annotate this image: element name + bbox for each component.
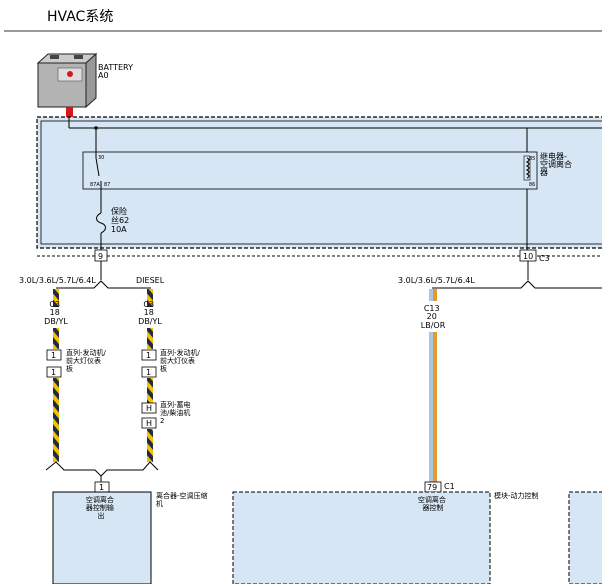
branch-label-right: 3.0L/3.6L/5.7L/6.4L xyxy=(398,276,475,285)
wire-right-lb-or-lower-stripe xyxy=(433,332,437,482)
wire-left-db-yl-upper xyxy=(53,289,59,307)
inline-connector-h-label: 直列-蓄电 池/柴油机 2 xyxy=(160,400,193,425)
module-left-box xyxy=(52,491,152,584)
inline-connector-h-pin: H xyxy=(146,404,152,413)
inline-connector-h-top xyxy=(141,402,157,414)
merge-wire xyxy=(45,461,159,477)
branch-label-diesel: DIESEL xyxy=(136,276,165,285)
module-right-box xyxy=(568,491,602,584)
inline-connector-diesel-bottom xyxy=(141,366,157,378)
connector-c3-code: C3 xyxy=(539,254,550,263)
module-left-side-label: 离合器-空调压缩 机 xyxy=(156,491,210,508)
relay-contact-arm xyxy=(95,157,100,177)
module-mid-box xyxy=(232,491,491,584)
inline-connector-diesel-label: 直列-发动机/ 前大灯仪表 板 xyxy=(160,348,202,373)
inline-connector-left-pin: 1 xyxy=(51,351,56,360)
connector-pin-10-label: 10 xyxy=(523,252,533,261)
inline-connector-left-label: 直列-发动机/ 前大灯仪表 板 xyxy=(66,348,108,373)
module-left-label: 空调离合 器控制输 出 xyxy=(86,495,116,520)
wire-diesel-db-yl-upper xyxy=(147,289,153,307)
relay-coil-icon xyxy=(523,155,531,181)
panel-inner-border xyxy=(40,120,602,245)
wire-left-db-yl-lower xyxy=(53,378,59,462)
relay-label: 继电器- 空调离合 器 xyxy=(540,151,575,177)
battery-name: BATTERY xyxy=(98,63,133,72)
power-distribution-panel xyxy=(36,116,602,249)
wire-right-lb-or-lower xyxy=(429,332,433,482)
wire-diesel-db-yl-mid2 xyxy=(147,378,153,403)
branch-split xyxy=(432,280,602,289)
relay-pin-85: 85 xyxy=(529,156,535,162)
fuse-rating: 10A xyxy=(111,225,127,234)
module-mid-side-label: 模块-动力控制 xyxy=(494,491,539,500)
branch-label-left: 3.0L/3.6L/5.7L/6.4L xyxy=(19,276,96,285)
module-left-pin: 1 xyxy=(99,483,104,492)
inline-connector-diesel-pin: 1 xyxy=(146,351,151,360)
relay-box xyxy=(82,151,538,190)
inline-connector-left-bottom xyxy=(46,366,62,378)
inline-connector-left-top xyxy=(46,349,62,361)
relay-pin-86: 86 xyxy=(529,182,535,188)
wire-left-db-yl-mid xyxy=(53,328,59,349)
wire-left-spec: C3 18 DB/YL xyxy=(44,300,68,326)
relay-pin-87a: 87A xyxy=(90,182,100,188)
connector-pin-9-label: 9 xyxy=(98,252,103,261)
module-mid-code: C1 xyxy=(444,482,455,491)
fuse-icon xyxy=(96,212,106,234)
wire-right-lb-or-upper-stripe xyxy=(433,289,437,301)
inline-connector-h-bottom xyxy=(141,417,157,429)
battery-fuse-link xyxy=(66,107,73,117)
battery-code: A0 xyxy=(98,71,109,80)
page-title: HVAC系统 xyxy=(47,9,113,25)
module-mid-label: 空调离合 器控制 xyxy=(418,495,448,512)
branch-split xyxy=(56,280,151,289)
battery-icon xyxy=(36,52,98,109)
inline-connector-diesel-top xyxy=(141,349,157,361)
wire-right-lb-or-upper xyxy=(429,289,433,301)
wire-diesel-db-yl-mid xyxy=(147,328,153,349)
wire-right-spec: C13 20 LB/OR xyxy=(421,304,446,330)
inline-connector-h-pin-bottom: H xyxy=(146,419,152,428)
wire-diesel-db-yl-lower xyxy=(147,429,153,462)
relay-pin-87: 87 xyxy=(104,182,110,188)
inline-connector-left-pin-bottom: 1 xyxy=(51,368,56,377)
relay-pin-30: 30 xyxy=(98,155,104,161)
fuse-label: 保险 丝62 xyxy=(111,206,130,225)
wire-diesel-spec: C3 18 DB/YL xyxy=(138,300,162,326)
inline-connector-diesel-pin-bottom: 1 xyxy=(146,368,151,377)
module-mid-pin: 79 xyxy=(427,483,437,492)
